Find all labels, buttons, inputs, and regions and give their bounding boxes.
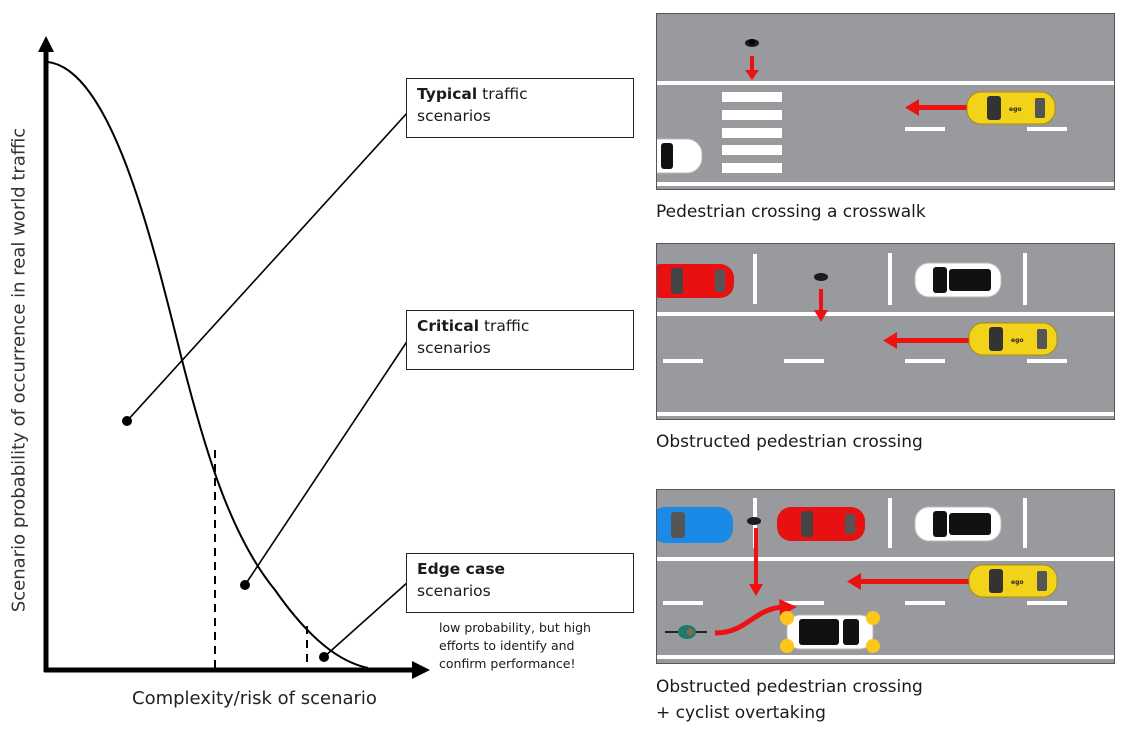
svg-text:ego: ego xyxy=(1009,106,1022,113)
edge-case-note: low probability, but high efforts to ide… xyxy=(439,619,591,673)
lane-dash xyxy=(1027,127,1067,131)
lane-dash xyxy=(905,127,945,131)
hazard-light xyxy=(780,611,794,625)
parking-divider xyxy=(1023,498,1027,548)
lane-dash xyxy=(1027,359,1067,363)
pedestrian-icon xyxy=(747,517,761,525)
parking-divider xyxy=(1023,253,1027,305)
edge-note-line-2: efforts to identify and xyxy=(439,638,575,653)
cyclist-arrowhead xyxy=(779,599,797,616)
svg-text:ego: ego xyxy=(1011,579,1024,586)
pedestrian-icon xyxy=(745,39,759,47)
upper-lane-line xyxy=(657,81,1114,85)
x-axis-arrowhead xyxy=(412,661,430,679)
parking-divider xyxy=(888,498,892,548)
critical-leader-dot xyxy=(240,580,250,590)
scenario-3-caption: Obstructed pedestrian crossing + cyclist… xyxy=(656,676,923,724)
road-edge-line xyxy=(657,412,1114,416)
edge-note-line-1: low probability, but high xyxy=(439,620,591,635)
critical-rest: traffic xyxy=(479,317,530,335)
lane-dash xyxy=(905,601,945,605)
white-car-parked xyxy=(657,138,703,174)
red-car-parked xyxy=(777,507,865,541)
cyclist-overtaking-arrow xyxy=(714,604,783,636)
scenario-1-road: ego xyxy=(656,13,1115,190)
pedestrian-arrow xyxy=(749,528,763,596)
ego-car: ego xyxy=(968,322,1058,356)
typical-scenarios-box: Typical traffic scenarios xyxy=(406,78,634,138)
typical-leader-dot xyxy=(122,416,132,426)
cyclist-icon xyxy=(665,625,707,639)
edge-line2: scenarios xyxy=(417,582,491,600)
pedestrian-icon xyxy=(814,273,828,281)
ego-car-arrow xyxy=(883,332,973,349)
edge-leader-line xyxy=(323,581,409,658)
scenario-3-caption-line-1: Obstructed pedestrian crossing xyxy=(656,677,923,697)
critical-leader-line xyxy=(244,339,409,586)
critical-scenarios-box: Critical traffic scenarios xyxy=(406,310,634,370)
typical-line2: scenarios xyxy=(417,107,491,125)
edge-case-scenarios-box: Edge case scenarios xyxy=(406,553,634,613)
edge-note-line-3: confirm performance! xyxy=(439,656,576,671)
lane-dash xyxy=(663,359,703,363)
blue-car-parked xyxy=(657,507,733,543)
x-axis-label: Complexity/risk of scenario xyxy=(132,688,377,709)
typical-rest: traffic xyxy=(477,85,528,103)
svg-text:ego: ego xyxy=(1011,337,1024,344)
pedestrian-arrow xyxy=(745,56,759,80)
red-car-parked xyxy=(657,264,734,298)
upper-lane-line xyxy=(657,312,1114,316)
edge-bold: Edge case xyxy=(417,560,506,578)
parking-divider xyxy=(888,253,892,305)
lane-dash xyxy=(1027,601,1067,605)
lane-dash xyxy=(663,601,703,605)
scenario-2-road: ego xyxy=(656,243,1115,420)
road-edge-line xyxy=(657,182,1114,186)
scenario-1-caption: Pedestrian crossing a crosswalk xyxy=(656,202,926,222)
lane-dash xyxy=(784,601,824,605)
pedestrian-arrow xyxy=(814,289,828,322)
critical-bold: Critical xyxy=(417,317,480,335)
scenario-3-caption-line-2: + cyclist overtaking xyxy=(656,703,826,723)
edge-leader-dot xyxy=(319,652,329,662)
lane-dash xyxy=(905,359,945,363)
hazard-light xyxy=(866,639,880,653)
scenario-3-road: ego xyxy=(656,489,1115,664)
ego-car: ego xyxy=(966,91,1056,125)
white-car-parked xyxy=(914,262,1002,298)
road-edge-line xyxy=(657,655,1114,659)
probability-curve xyxy=(47,61,369,669)
upper-lane-line xyxy=(657,557,1114,561)
ego-car: ego xyxy=(968,564,1058,598)
hazard-light xyxy=(780,639,794,653)
typical-bold: Typical xyxy=(417,85,478,103)
hazard-light xyxy=(866,611,880,625)
white-car-parked xyxy=(914,506,1002,542)
lane-dash xyxy=(784,359,824,363)
scenario-2-caption: Obstructed pedestrian crossing xyxy=(656,432,923,452)
ego-car-arrow xyxy=(905,99,971,116)
ego-car-arrow xyxy=(847,573,973,590)
y-axis-label: Scenario probability of occurrence in re… xyxy=(8,127,30,613)
crosswalk xyxy=(722,92,782,173)
white-car-hazard-lights xyxy=(780,611,880,653)
critical-line2: scenarios xyxy=(417,339,491,357)
parking-divider xyxy=(753,254,757,304)
y-axis-arrowhead xyxy=(38,36,54,52)
typical-leader-line xyxy=(126,111,409,422)
